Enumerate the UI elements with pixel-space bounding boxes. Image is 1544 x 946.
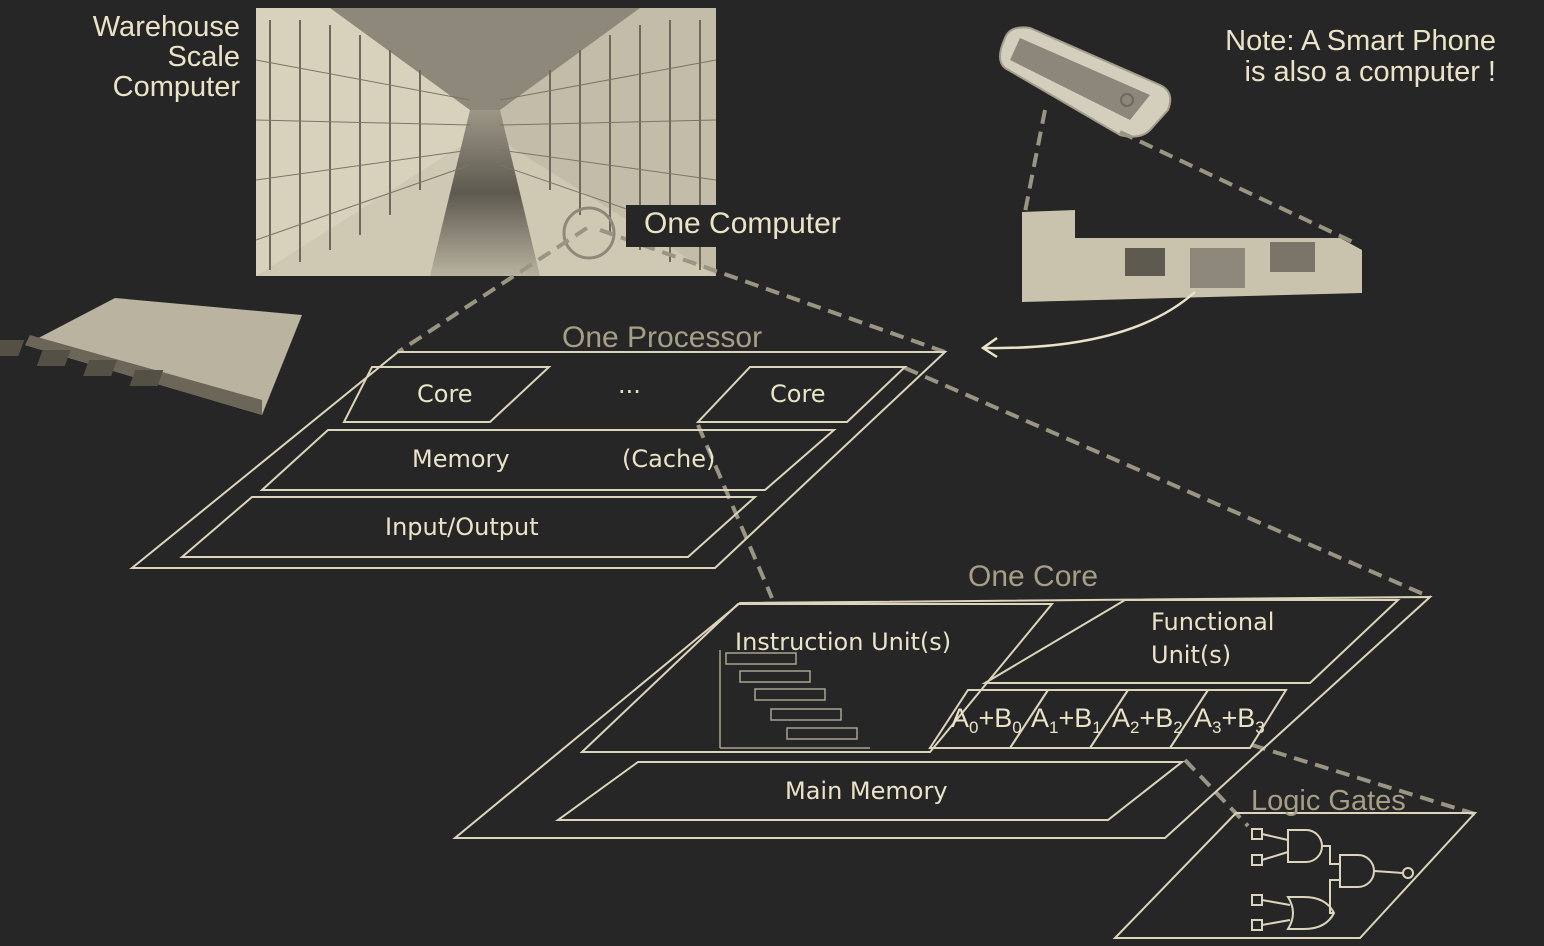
pipeline-sketch — [719, 650, 870, 749]
processor-plane — [129, 351, 948, 569]
adder-cell-3 — [1168, 689, 1288, 749]
logic-gates-diagram — [1112, 812, 1478, 939]
note-line2: is also a computer ! — [1244, 56, 1496, 88]
main-memory-label: Main Memory — [785, 777, 948, 805]
warehouse-label-line3: Computer — [112, 71, 240, 103]
warehouse-label-line2: Scale — [167, 41, 240, 73]
phone-to-processor-arrow — [984, 291, 1196, 350]
logic-gates-plane — [1112, 812, 1478, 939]
io-box — [179, 496, 758, 558]
functional-units-line1: Functional — [1151, 608, 1275, 636]
functional-units-line2: Unit(s) — [1151, 641, 1232, 669]
smartphone-image — [999, 26, 1172, 138]
instruction-units-label: Instruction Unit(s) — [735, 628, 952, 656]
warehouse-scale-computer-label: Warehouse Scale Computer — [40, 12, 240, 102]
note-line1: Note: A Smart Phone — [1225, 25, 1496, 57]
processor-diagram — [129, 351, 948, 569]
core-right-box — [695, 366, 908, 423]
core-diagram — [452, 595, 1433, 839]
input-output-label: Input/Output — [385, 513, 539, 541]
core-right-label: Core — [770, 380, 826, 408]
cores-ellipsis: ··· — [618, 378, 641, 406]
phone-logic-board-image — [1022, 210, 1362, 302]
one-processor-title: One Processor — [562, 321, 763, 354]
adder-3-label: A3+B3 — [1194, 703, 1265, 737]
instruction-unit-box — [579, 603, 1055, 753]
adder-2-label: A2+B2 — [1112, 703, 1183, 737]
adder-0-label: A0+B0 — [951, 703, 1022, 737]
core-left-box — [342, 366, 552, 423]
memory-box — [259, 429, 837, 491]
server-board-image — [0, 298, 302, 415]
functional-unit-box — [981, 599, 1401, 684]
main-memory-box — [554, 761, 1185, 821]
zoom-lines — [396, 109, 1476, 828]
one-computer-label: One Computer — [626, 205, 855, 247]
cache-label: (Cache) — [622, 445, 716, 473]
memory-label: Memory — [412, 445, 510, 473]
one-core-title: One Core — [968, 560, 1099, 593]
arrow-head — [980, 336, 998, 359]
smartphone-note: Note: A Smart Phone is also a computer ! — [1150, 26, 1496, 88]
adder-1-label: A1+B1 — [1031, 703, 1102, 737]
warehouse-label-line1: Warehouse — [92, 11, 240, 43]
core-left-label: Core — [417, 380, 473, 408]
logic-gates-title: Logic Gates — [1251, 785, 1406, 817]
